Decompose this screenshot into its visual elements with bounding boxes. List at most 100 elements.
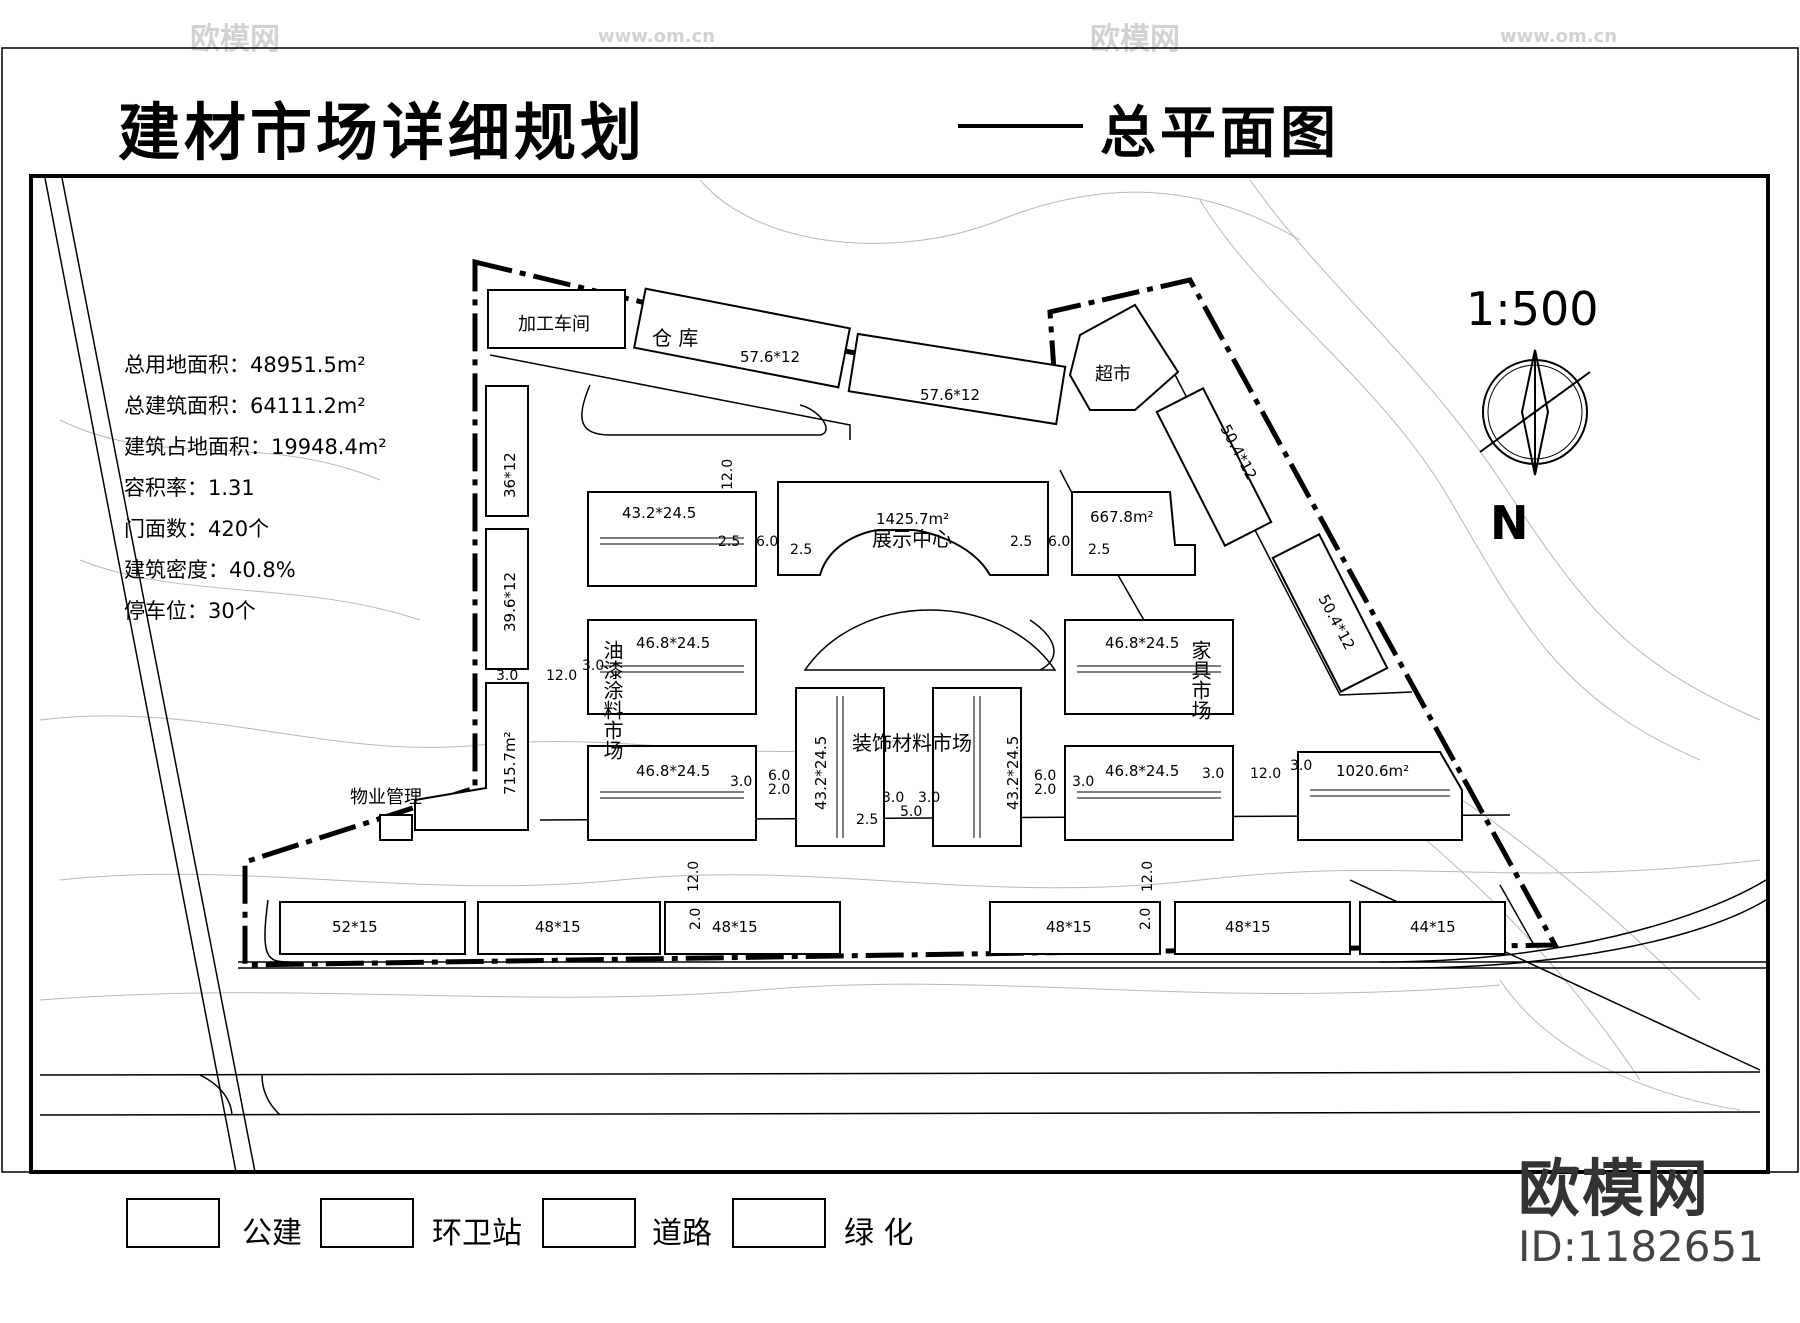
- north-arrow: [1479, 349, 1591, 476]
- stat-parking: 停车位：30个: [124, 599, 256, 623]
- building-warehouse-2: [847, 332, 1067, 426]
- dim-label: 3.0: [1202, 766, 1224, 782]
- building-s5: [1174, 901, 1351, 955]
- building-w2: [485, 528, 529, 670]
- legend-road-box: [542, 1198, 636, 1248]
- stat-far: 容积率：1.31: [124, 476, 255, 500]
- legend-public-box: [126, 1198, 220, 1248]
- building-processing: [487, 289, 626, 349]
- building-decor-2: [932, 687, 1022, 847]
- label-processing: 加工车间: [518, 314, 590, 335]
- map-frame: [29, 174, 1770, 1174]
- building-c: [587, 745, 757, 841]
- scale-label: 1:500: [1466, 282, 1599, 336]
- dim-label: 3.0: [730, 774, 752, 790]
- label-w2: 39.6*12: [501, 572, 519, 632]
- label-bldg-b: 46.8*24.5: [636, 634, 710, 652]
- dim-label: 3.0: [882, 790, 904, 806]
- label-warehouse: 仓 库: [652, 326, 698, 350]
- dim-label: 6.0: [1034, 768, 1056, 784]
- label-v1: 43.2*24.5: [812, 736, 830, 810]
- title-dash: [958, 124, 1083, 128]
- label-s3: 48*15: [712, 918, 758, 936]
- dim-label: 3.0: [496, 668, 518, 684]
- label-s2: 48*15: [535, 918, 581, 936]
- label-supermarket: 超市: [1095, 364, 1131, 385]
- dim-label: 2.0: [688, 908, 704, 930]
- site-statistics: 总用地面积：48951.5m² 总建筑面积：64111.2m² 建筑占地面积：1…: [124, 345, 387, 632]
- dim-label: 2.5: [1010, 534, 1032, 550]
- building-ne2: [1271, 533, 1389, 693]
- plan-title: 建材市场详细规划: [118, 96, 647, 169]
- label-wh1: 57.6*12: [740, 348, 800, 366]
- label-bldg-e: 46.8*24.5: [1105, 762, 1179, 780]
- watermark-logo: 欧模网: [1090, 22, 1180, 57]
- legend-sanitation-label: 环卫站: [432, 1216, 522, 1251]
- stat-shopfronts: 门面数：420个: [124, 517, 270, 541]
- stat-total-floor: 总建筑面积：64111.2m²: [124, 394, 366, 418]
- dim-label: 3.0: [582, 658, 604, 674]
- building-supermarket: [1068, 303, 1180, 411]
- stat-density: 建筑密度：40.8%: [124, 558, 296, 582]
- label-bldg-d: 46.8*24.5: [1105, 634, 1179, 652]
- dim-label: 6.0: [768, 768, 790, 784]
- dim-label: 2.0: [1138, 908, 1154, 930]
- building-ne1: [1155, 387, 1273, 547]
- building-d: [1064, 619, 1234, 715]
- label-v2: 43.2*24.5: [1004, 736, 1022, 810]
- dim-label: 3.0: [1072, 774, 1094, 790]
- building-a: [587, 491, 757, 587]
- dim-label: 12.0: [686, 861, 702, 892]
- label-s5: 48*15: [1225, 918, 1271, 936]
- building-s6: [1359, 901, 1506, 955]
- building-s4: [989, 901, 1161, 955]
- plan-subtitle: 总平面图: [1100, 101, 1340, 166]
- roads: [39, 177, 1767, 1173]
- label-furniture-market: 家具市场: [1188, 640, 1212, 720]
- building-warehouse-1: [633, 287, 851, 389]
- watermark-id: ID:1182651: [1518, 1222, 1764, 1271]
- building-exhibition: [777, 481, 1049, 576]
- building-f: [1071, 491, 1196, 576]
- dim-label: 2.5: [790, 542, 812, 558]
- label-wh2: 57.6*12: [920, 386, 980, 404]
- watermark-url: www.om.cn: [1500, 26, 1618, 47]
- label-s1: 52*15: [332, 918, 378, 936]
- label-bldg-g: 1020.6m²: [1336, 762, 1409, 780]
- dim-label: 2.0: [1034, 782, 1056, 798]
- label-bldg-a: 43.2*24.5: [622, 504, 696, 522]
- label-exhibition: 展示中心: [872, 527, 952, 551]
- building-w1: [485, 385, 529, 517]
- dim-label: 2.0: [768, 782, 790, 798]
- north-label: N: [1490, 496, 1529, 550]
- building-s1: [279, 901, 466, 955]
- legend-green-box: [732, 1198, 826, 1248]
- label-decor-market: 装饰材料市场: [852, 731, 972, 755]
- stat-total-land: 总用地面积：48951.5m²: [124, 353, 366, 377]
- label-exhibition-area: 1425.7m²: [876, 510, 949, 528]
- dim-label: 5.0: [900, 804, 922, 820]
- stat-footprint: 建筑占地面积：19948.4m²: [124, 435, 387, 459]
- watermark-logo: 欧模网: [190, 22, 280, 57]
- dim-label: 12.0: [546, 668, 577, 684]
- dim-label: 3.0: [1290, 758, 1312, 774]
- label-w3: 715.7m²: [501, 731, 519, 795]
- legend-public-label: 公建: [242, 1216, 302, 1251]
- legend-road-label: 道路: [652, 1216, 712, 1251]
- building-s2: [477, 901, 661, 955]
- dim-label: 2.5: [856, 812, 878, 828]
- building-decor-1: [795, 687, 885, 847]
- label-paint-market: 油漆涂料市场: [600, 640, 624, 760]
- label-bldg-c: 46.8*24.5: [636, 762, 710, 780]
- legend-sanitation-box: [320, 1198, 414, 1248]
- label-bldg-f: 667.8m²: [1090, 508, 1154, 526]
- dim-label: 3.0: [918, 790, 940, 806]
- dim-label: 6.0: [1048, 534, 1070, 550]
- dim-label: 12.0: [1140, 861, 1156, 892]
- label-s6: 44*15: [1410, 918, 1456, 936]
- building-e: [1064, 745, 1234, 841]
- dim-label: 6.0: [756, 534, 778, 550]
- dim-label: 2.5: [1088, 542, 1110, 558]
- label-property-mgmt: 物业管理: [350, 787, 422, 808]
